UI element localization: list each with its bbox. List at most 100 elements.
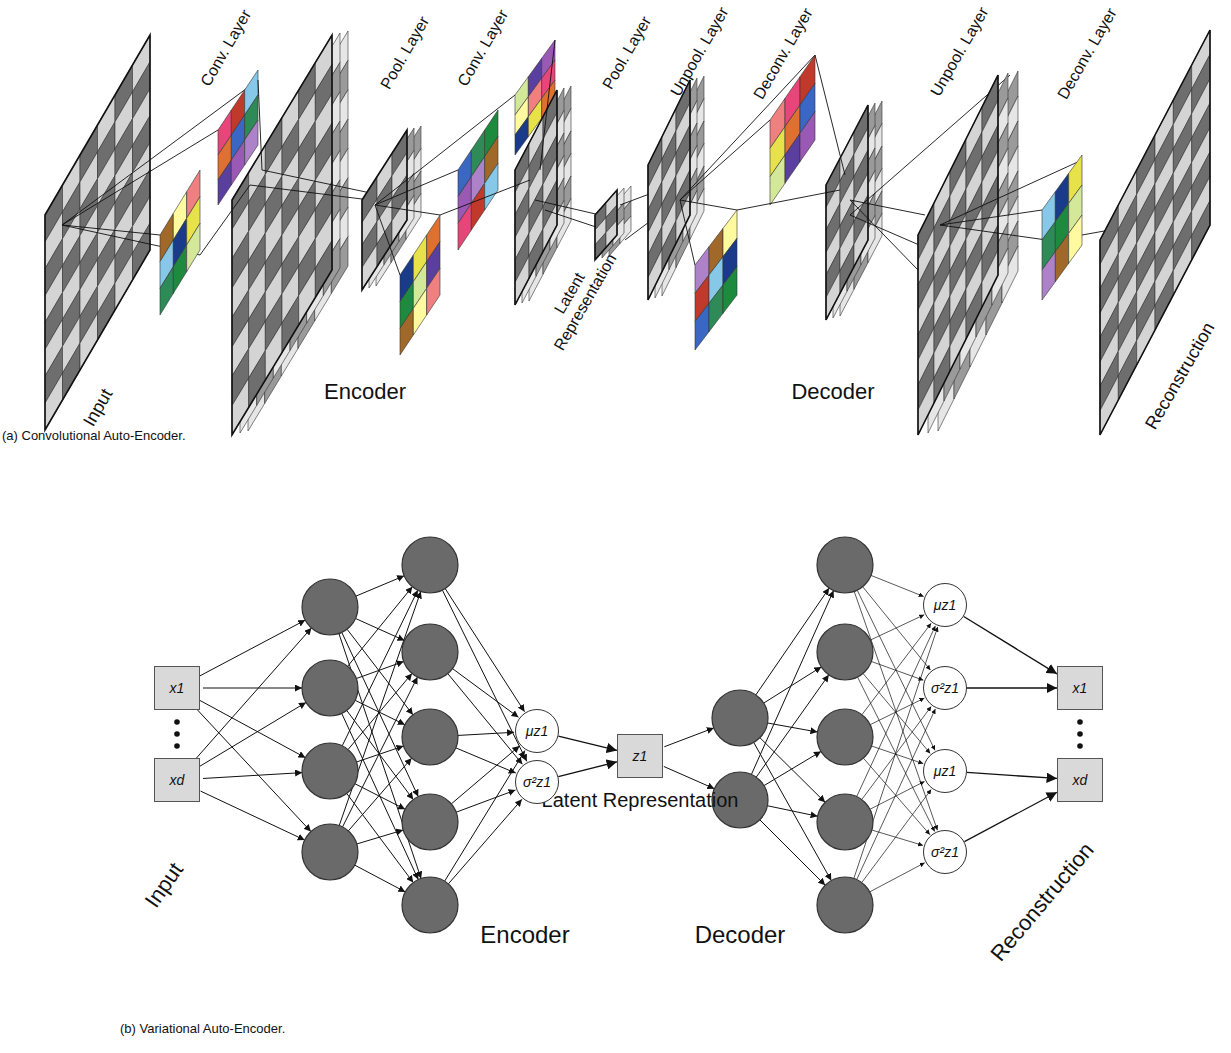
panel-caption: (a) Convolutional Auto-Encoder. (2, 429, 186, 444)
ellipsis-dot (1077, 731, 1083, 737)
grid-cell (232, 378, 249, 435)
weight-wire (458, 732, 514, 735)
grid-cell (1055, 233, 1068, 281)
ellipsis-dot (174, 719, 180, 725)
weight-wire (664, 766, 715, 788)
grid-cell (249, 351, 266, 408)
weight-wire (356, 576, 404, 596)
part-label: Decoder (791, 379, 874, 404)
grid-cell (265, 323, 282, 380)
hidden-neuron (817, 794, 873, 850)
grid-cell (80, 313, 98, 370)
weight-wire (199, 702, 306, 766)
map-outline (232, 35, 332, 435)
receptive-line (850, 200, 925, 215)
receptive-line (375, 205, 440, 215)
weight-wire (756, 588, 829, 695)
ellipsis-dot (1077, 743, 1083, 749)
receptive-line (540, 40, 555, 170)
feature-map (648, 80, 690, 300)
feature-map (362, 130, 407, 290)
weight-wire (870, 863, 925, 892)
grid-cell (115, 253, 133, 310)
flow-arrow (967, 772, 1057, 778)
grid-cell (485, 163, 498, 210)
hidden-neuron (817, 877, 873, 933)
weight-wire (448, 674, 523, 765)
latent-box: z1 (617, 734, 663, 778)
weight-wire (760, 820, 825, 885)
weight-wire (203, 688, 302, 689)
ellipsis-dot (174, 743, 180, 749)
hidden-neuron (302, 743, 358, 799)
grid-cell (413, 288, 426, 335)
feature-map (938, 71, 1018, 431)
output-box: xd (1057, 758, 1103, 802)
filter-kernel (1042, 155, 1082, 300)
grid-cell (98, 283, 116, 340)
variable-symbol: xd (170, 772, 185, 788)
weight-wire (339, 591, 421, 825)
hidden-neuron (817, 537, 873, 593)
weight-wire (357, 746, 404, 762)
weight-wire (203, 773, 302, 779)
part-label: Latent Representation (540, 789, 740, 812)
grid-cell (245, 120, 258, 165)
variable-symbol: μz1 (934, 763, 956, 779)
hidden-neuron (402, 624, 458, 680)
weight-wire (870, 615, 924, 640)
receptive-line (262, 170, 380, 195)
hidden-neuron (402, 709, 458, 765)
feature-map (515, 90, 557, 305)
input-box: xd (154, 758, 200, 802)
grid-cell (282, 296, 299, 353)
grid-cell (471, 183, 484, 230)
grid-cell (400, 308, 413, 355)
weight-wire (357, 830, 403, 844)
variable-symbol: μz1 (934, 597, 956, 613)
receptive-line (250, 185, 370, 200)
part-label: Decoder (695, 921, 786, 949)
weight-wire (453, 669, 519, 718)
grid-cell (45, 373, 63, 430)
weight-wire (871, 661, 923, 680)
weight-wire (862, 706, 931, 799)
panel-caption: (b) Variational Auto-Encoder. (120, 1022, 285, 1037)
grid-cell (709, 285, 723, 332)
receptive-line (258, 80, 262, 170)
receptive-line (850, 200, 918, 270)
hidden-neuron (402, 877, 458, 933)
weight-wire (201, 791, 305, 840)
part-label: Conv. Layer (454, 7, 512, 90)
weight-wire (356, 618, 405, 640)
weight-wire (456, 790, 515, 812)
part-label: Reconstruction (985, 837, 1099, 966)
input-box: x1 (154, 666, 200, 710)
receptive-line (62, 225, 160, 235)
receptive-line (680, 55, 815, 200)
grid-cell (723, 267, 737, 314)
grid-cell (377, 221, 392, 267)
grid-cell (133, 223, 151, 280)
flow-arrow (558, 736, 617, 750)
grid-cell (231, 140, 244, 185)
map-outline (362, 130, 407, 290)
output-box: x1 (1057, 666, 1103, 710)
grid-cell (840, 244, 854, 293)
weight-wire (767, 806, 817, 817)
part-label: Pool. Layer (599, 13, 655, 92)
grid-cell (299, 268, 316, 325)
grid-cell (362, 244, 377, 290)
receptive-line (375, 205, 400, 275)
weight-wire (356, 661, 403, 678)
grid-cell (458, 203, 471, 250)
grid-cell (187, 223, 200, 271)
receptive-line (940, 210, 1042, 225)
mean-neuron: μz1 (923, 583, 967, 627)
receptive-line (680, 200, 695, 265)
part-label: Input (140, 858, 189, 913)
hidden-neuron (817, 624, 873, 680)
ellipsis-dot (1077, 719, 1083, 725)
receptive-line (200, 185, 250, 255)
feature-map (928, 73, 1008, 433)
